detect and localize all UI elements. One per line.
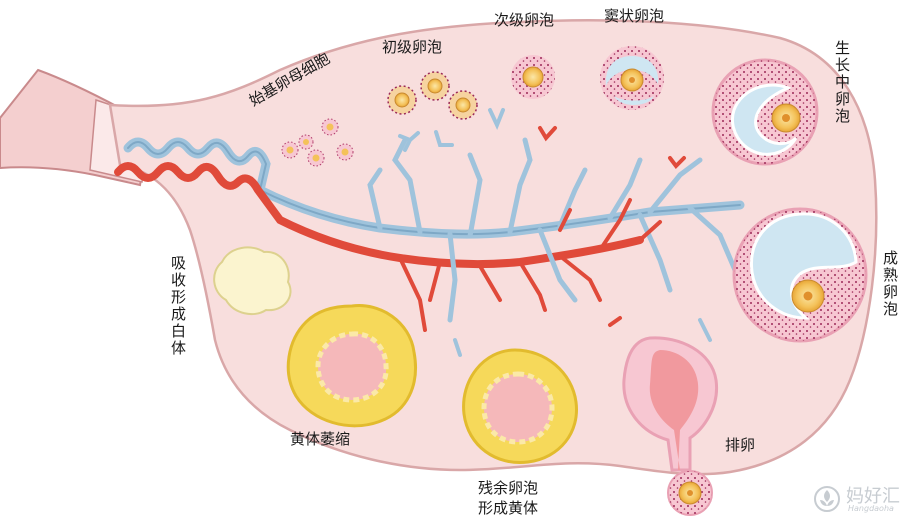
watermark-subtext: Hangdaoha [848,504,894,513]
corpus-luteum-atrophy [286,304,417,428]
corpus-albicans [213,246,292,316]
label-corpus-luteum-atrophy: 黄体萎缩 [290,430,351,448]
label-mature-follicle: 成熟卵泡 [881,250,899,318]
watermark-logo: 妈好汇 Hangdaoha [812,480,908,520]
ovulation-follicle [622,336,719,516]
label-growing-follicle: 生长中卵泡 [833,40,851,125]
label-residual-follicle: 残余卵泡 形成黄体 [478,478,538,519]
watermark-text: 妈好汇 [846,486,900,507]
mature-follicle [732,207,868,343]
primary-follicles [387,71,478,120]
label-ovulation: 排卵 [725,436,756,454]
growing-follicle [711,58,819,166]
label-corpus-albicans: 吸收形成白体 [169,255,187,357]
blossom-logo-icon [814,486,840,512]
antral-follicle [600,46,664,110]
primordial-oocytes [281,118,354,167]
secondary-follicle [511,55,555,99]
blood-vessels [114,108,745,357]
label-residual-follicle-line2: 形成黄体 [478,499,539,518]
label-residual-follicle-line1: 残余卵泡 [478,479,539,497]
label-primary-follicle: 初级卵泡 [382,38,443,56]
label-secondary-follicle: 次级卵泡 [494,11,555,29]
residual-follicle-luteum [462,348,578,464]
label-antral-follicle: 窦状卵泡 [604,7,665,25]
